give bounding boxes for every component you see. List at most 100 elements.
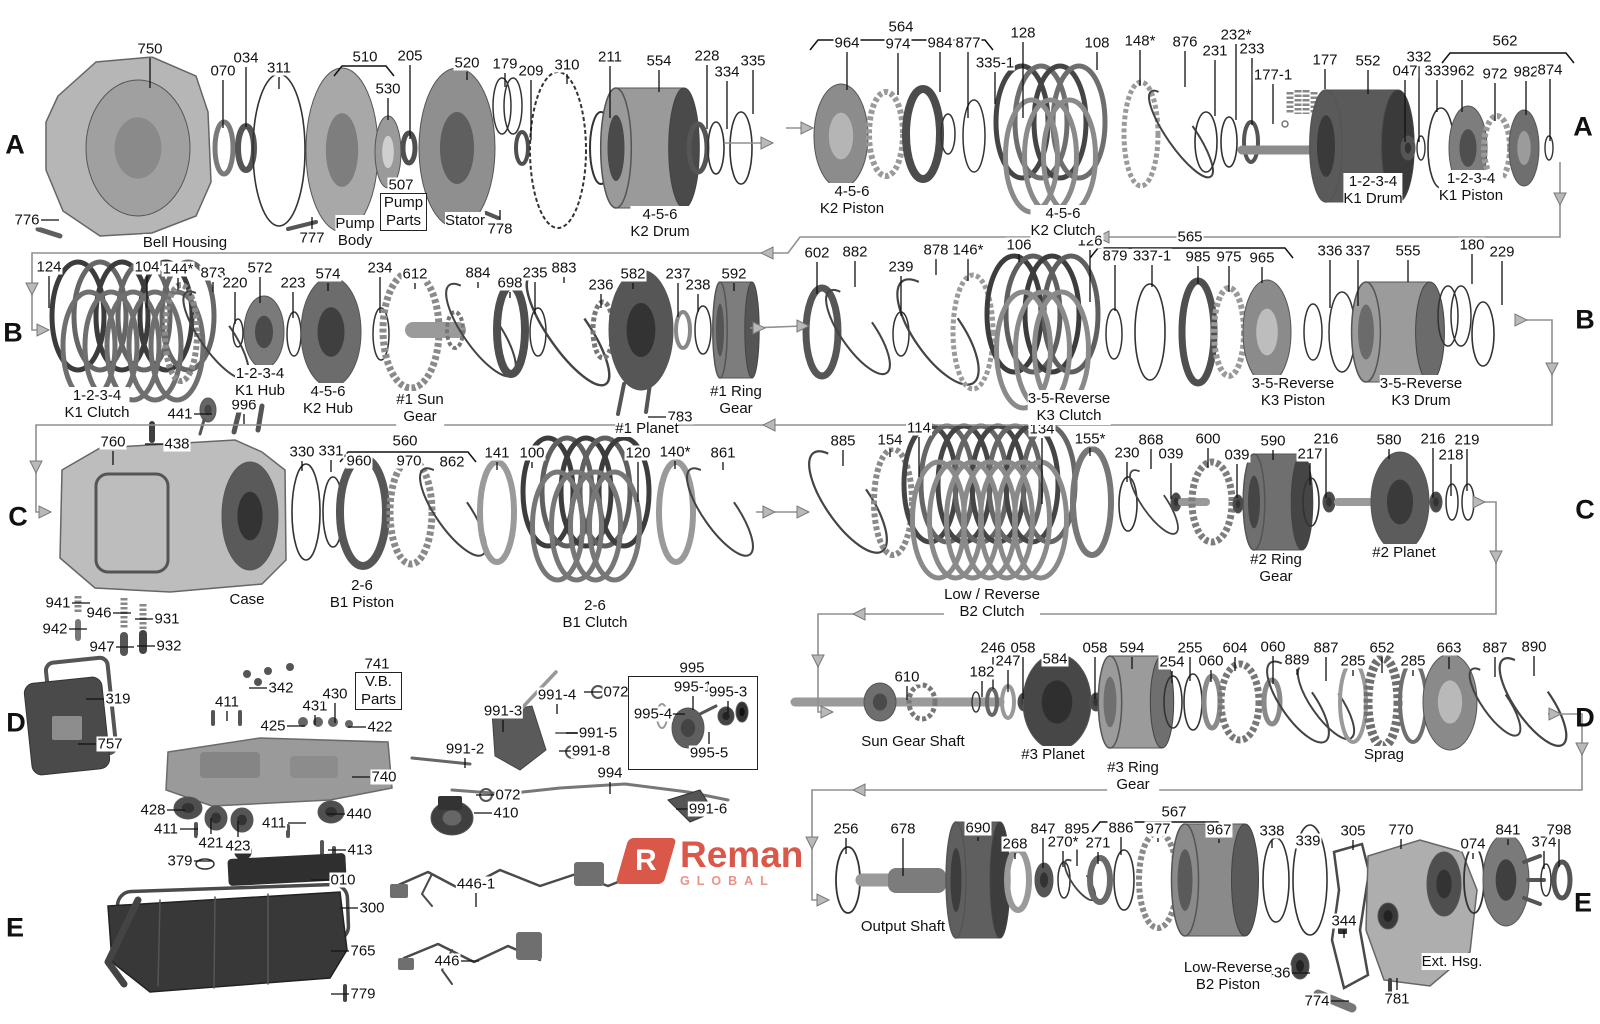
part-shape [1544,135,1554,161]
group-box: V.B. Parts [355,672,402,710]
reman-logo-word: Reman [680,834,804,875]
part-shape [200,752,260,778]
part-number-label: 877 [954,34,982,52]
part-shape [1292,824,1328,936]
part-number-label: 300 [358,899,386,917]
part-number-label: 970 [395,452,423,470]
part-caption: 1-2-3-4 K1 Clutch [64,387,130,422]
part-number-label: 777 [298,229,326,247]
part-number-label: 146* [951,241,985,259]
part-number-label: 592 [720,265,748,283]
part-number-label: 339 [1294,832,1322,850]
part-caption: 4-5-6 K2 Hub [302,383,354,418]
part-number-label: 612 [401,265,429,283]
part-shape [1317,115,1335,177]
part-number-label: 590 [1259,432,1287,450]
part-shape [252,73,306,227]
part-shape [237,814,247,826]
part-shape [107,891,348,993]
part-shape [477,459,517,565]
part-number-label: 574 [314,265,342,283]
part-shape [1148,89,1214,179]
part-shape [1129,469,1179,535]
part-number-label: 108 [1083,34,1111,52]
part-shape [243,670,251,678]
part-number-label: 890 [1520,638,1548,656]
part-shape [1163,675,1183,729]
part-caption: #3 Planet [1021,746,1085,764]
part-number-label: 411 [153,820,179,838]
part-shape [264,667,272,675]
part-shape [1358,304,1374,360]
part-shape [1302,477,1320,527]
part-shape [995,459,1052,581]
part-shape [549,469,604,583]
part-number-label: 128 [1009,24,1037,42]
part-number-label: 104 [133,258,161,276]
part-caption: #1 Planet [615,420,679,438]
part-shape [1386,479,1414,525]
part-number-label: 991-8 [570,742,612,760]
part-number-label: 554 [645,52,673,70]
part-number-label: 874 [1536,61,1564,79]
part-shape [325,807,337,817]
part-number-label: 333 [1423,62,1451,80]
part-number-label: 974 [884,35,912,53]
part-number-label: 995-1 [672,678,714,696]
part-number-label: 374 [1530,833,1558,851]
part-shape [317,307,345,357]
part-number-label: 610 [893,668,921,686]
part-number-label: 330 [288,443,316,461]
part-number-label: 205 [396,47,424,65]
part-caption: 1-2-3-4 K1 Drum [1343,173,1403,208]
part-shape [1437,285,1459,347]
part-number-label: 960 [345,452,373,470]
part-number-label: 074 [1459,835,1487,853]
part-number-label: 663 [1435,639,1463,657]
part-number-label: 690 [964,819,992,837]
part-number-label: 600 [1194,430,1222,448]
part-shape [1303,303,1323,361]
part-number-label: 441 [166,405,194,423]
part-shape [896,278,980,386]
flow-arrow-icon [36,323,51,337]
part-number-label: 217 [1296,445,1324,463]
flow-arrow-icon [1514,313,1529,327]
part-number-label: 995-5 [688,744,730,762]
part-shape [382,135,394,169]
row-letter-left: A [5,129,25,160]
part-number-label: 216 [1312,430,1340,448]
part-number-label: 236 [587,276,615,294]
part-number-label: 234 [366,259,394,277]
part-number-label: 124 [35,258,63,276]
part-number-label: 430 [321,685,349,703]
part-number-label: 887 [1312,639,1340,657]
part-number-label: 774 [1303,992,1331,1010]
part-number-label: 757 [96,735,124,753]
part-number-label: 010 [329,871,357,889]
part-shape [1121,79,1161,189]
part-shape [1177,849,1193,911]
part-caption: #3 Ring Gear [1107,759,1159,794]
part-shape [390,884,408,898]
part-number-label: 182 [968,663,996,681]
part-shape [1459,129,1477,167]
part-number-label: 770 [1387,821,1415,839]
part-number-label: 604 [1221,639,1249,657]
part-number-label: 887 [1481,639,1509,657]
part-shape [493,282,529,378]
part-number-label: 141 [483,444,511,462]
part-number-label: 776 [13,211,41,229]
part-shape [1113,849,1135,911]
part-number-label: 337 [1344,242,1372,260]
part-number-label: 889 [1283,651,1311,669]
part-shape [1173,497,1179,507]
part-number-label: 560 [391,432,419,450]
part-number-label: 344 [1330,912,1358,930]
part-shape [1194,111,1218,173]
part-number-label: 411 [214,693,240,711]
part-number-label: 781 [1383,990,1411,1008]
part-number-label: 895 [1063,820,1091,838]
part-shape [1436,869,1452,899]
part-shape [439,112,475,184]
